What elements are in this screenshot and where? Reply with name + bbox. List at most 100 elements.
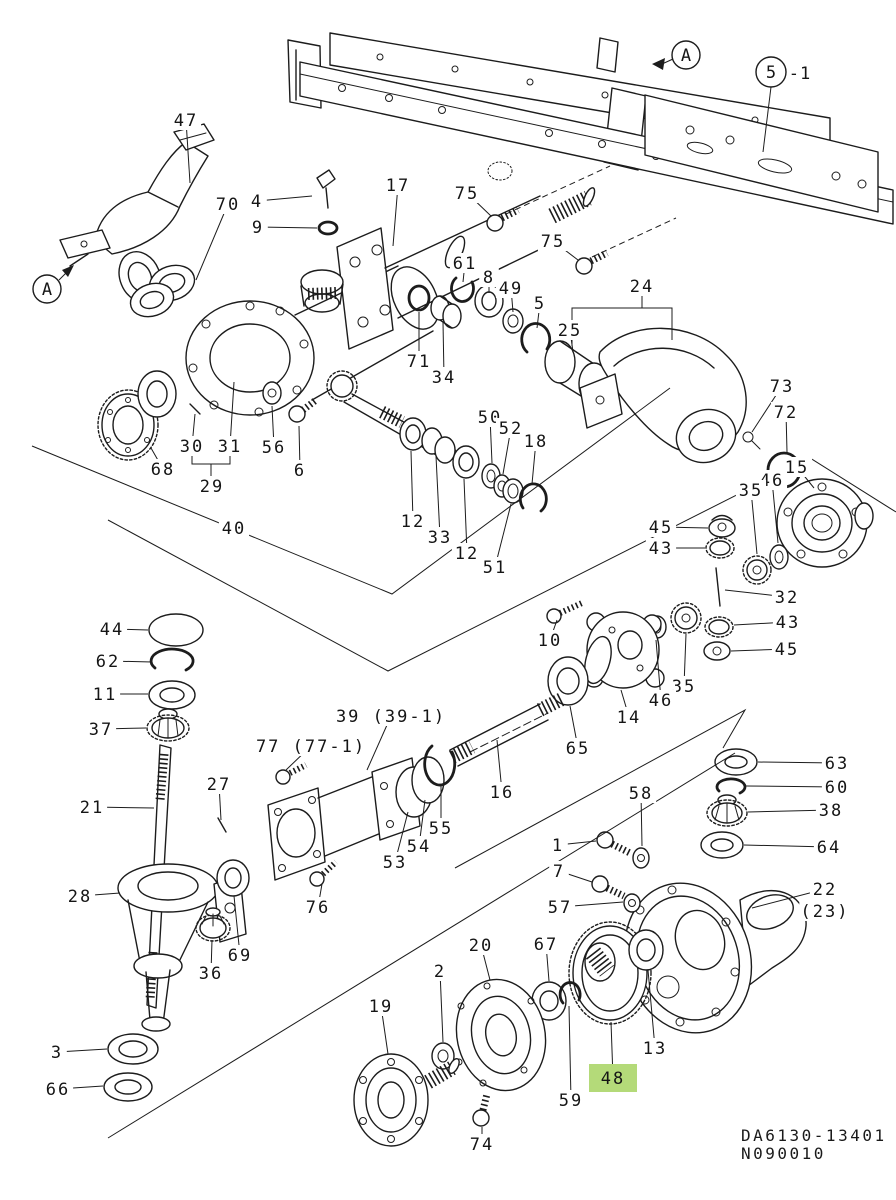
- part-label-bg: [428, 367, 460, 387]
- leader-line: [229, 381, 235, 447]
- part-label-bg: [645, 690, 677, 710]
- part-label-57: 57: [548, 898, 572, 918]
- part-label-bg: [290, 460, 310, 480]
- frame-shim-plate: [596, 37, 619, 73]
- part-label-76: 76: [306, 898, 330, 918]
- frame-dotted-hole: [487, 161, 513, 181]
- leader-line: [435, 455, 441, 538]
- part-label-bg: [451, 543, 483, 563]
- leader-line: [410, 450, 414, 522]
- leader-line: [392, 184, 399, 247]
- part-label-45: 45: [649, 518, 673, 538]
- snap-ring-18: [518, 482, 548, 513]
- part-label-3939-1: 39 (39-1): [336, 707, 446, 727]
- part-label-25: 25: [558, 321, 582, 341]
- bearing-11: [148, 680, 196, 710]
- part-label-bg: [813, 837, 845, 857]
- part-label-bg: [530, 293, 550, 313]
- part-label-bg: [766, 376, 798, 396]
- spider-pin-32: [715, 567, 721, 607]
- part-label-bg: [203, 774, 235, 794]
- o-ring-9: [317, 220, 339, 236]
- part-label-bg: [486, 782, 518, 802]
- wheel-hub-15: [776, 478, 874, 568]
- part-label-bg: [85, 719, 117, 739]
- part-label-49: 49: [499, 279, 523, 299]
- part-label-bg: [770, 402, 802, 422]
- part-label-bg: [248, 217, 268, 237]
- part-label-43: 43: [649, 539, 673, 559]
- seal-54: [411, 756, 445, 804]
- hub-cap: [854, 502, 874, 530]
- thrust-washer-45a: [708, 518, 736, 538]
- part-label-bg: [772, 612, 804, 632]
- part-label-bg: [639, 1038, 671, 1058]
- part-label-56: 56: [262, 438, 286, 458]
- pin-27: [217, 817, 227, 833]
- pinion-shaft-head: [326, 370, 358, 402]
- part-label-73: 73: [770, 377, 794, 397]
- part-label-bg: [382, 175, 414, 195]
- part-label-69: 69: [228, 946, 252, 966]
- washer-57: [623, 893, 641, 913]
- part-label-2: 2: [434, 962, 446, 982]
- part-label-11: 11: [93, 685, 117, 705]
- part-label-bg: [258, 736, 364, 756]
- arm-bracket: [579, 373, 623, 429]
- part-label-45: 45: [775, 640, 799, 660]
- part-label-32: 32: [775, 588, 799, 608]
- bearing-69: [216, 859, 250, 897]
- part-label-12: 12: [401, 512, 425, 532]
- part-label-bg: [425, 818, 457, 838]
- part-label-bg: [530, 934, 562, 954]
- part-label-20: 20: [469, 936, 493, 956]
- bearing-13: [628, 929, 664, 971]
- part-label-55: 55: [429, 819, 453, 839]
- part-label-bg: [495, 418, 527, 438]
- leader-line: [257, 226, 318, 229]
- bolt-7: [591, 875, 609, 893]
- differential-case-14: [448, 600, 665, 767]
- part-label-29: 29: [200, 477, 224, 497]
- part-label-bg: [96, 619, 128, 639]
- part-label-27: 27: [207, 775, 231, 795]
- part-label-33: 33: [428, 528, 452, 548]
- part-label-75: 75: [541, 232, 565, 252]
- part-label-28: 28: [68, 887, 92, 907]
- part-label-bg: [147, 459, 179, 479]
- part-label-bg: [735, 480, 767, 500]
- part-label-50: 50: [478, 408, 502, 428]
- part-label-6: 6: [294, 461, 306, 481]
- part-label-bg: [218, 518, 250, 538]
- part-label-7777-1: 77 (77-1): [256, 737, 366, 757]
- part-label-bg: [76, 797, 108, 817]
- washer-58: [632, 847, 650, 869]
- part-label-bg: [815, 800, 847, 820]
- part-label-38: 38: [819, 801, 843, 821]
- snap-ring-60: [715, 777, 747, 795]
- part-label-24: 24: [630, 277, 654, 297]
- washer-46a: [769, 544, 789, 570]
- bolt-1: [596, 831, 614, 849]
- part-label-18: 18: [524, 432, 548, 452]
- part-label-65: 65: [566, 739, 590, 759]
- part-label-4: 4: [251, 192, 263, 212]
- part-label-bg: [379, 852, 411, 872]
- bracket-29: [191, 453, 231, 477]
- part-label-46: 46: [649, 691, 673, 711]
- part-label-67: 67: [534, 935, 558, 955]
- part-label-47: 47: [174, 111, 198, 131]
- bearing-63: [714, 748, 758, 776]
- part-label-44: 44: [100, 620, 124, 640]
- part-label-bg: [424, 527, 456, 547]
- drawing-code: DA6130-13401: [741, 1126, 887, 1145]
- kingpin-group: [145, 613, 204, 1009]
- view-a-label-left: A: [42, 280, 52, 300]
- spider-gear-35a: [742, 555, 772, 585]
- ref-circle-5: [755, 56, 787, 88]
- part-label-48: 48: [601, 1069, 625, 1089]
- bearing-29: [137, 370, 177, 418]
- part-label-63: 63: [825, 754, 849, 774]
- view-a-label-top: A: [681, 46, 691, 66]
